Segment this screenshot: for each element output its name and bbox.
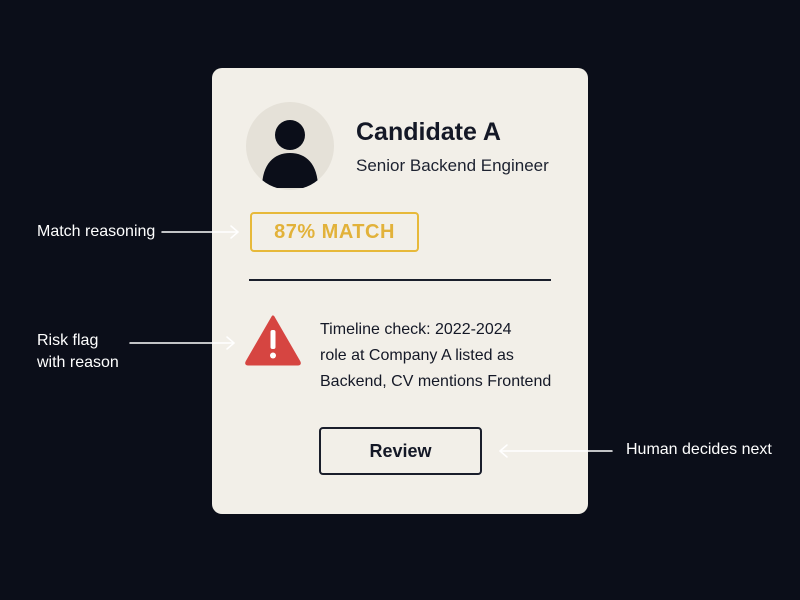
divider bbox=[249, 279, 551, 281]
risk-line: role at Company A listed as bbox=[320, 347, 514, 364]
candidate-name: Candidate A bbox=[356, 118, 501, 146]
match-badge: 87% MATCH bbox=[250, 212, 419, 252]
candidate-role: Senior Backend Engineer bbox=[356, 156, 549, 175]
person-avatar-icon bbox=[246, 102, 334, 190]
annotation-risk-line: Risk flag bbox=[37, 332, 99, 349]
candidate-card: Candidate A Senior Backend Engineer 87% … bbox=[212, 68, 588, 514]
risk-line: Backend, CV mentions Frontend bbox=[320, 373, 552, 390]
risk-flag-text: Timeline check: 2022-2024 role at Compan… bbox=[320, 317, 570, 395]
annotation-match-reasoning: Match reasoning bbox=[37, 223, 156, 240]
annotation-risk-flag: Risk flag with reason bbox=[37, 330, 119, 374]
match-badge-label: 87% MATCH bbox=[274, 220, 395, 243]
risk-line: Timeline check: 2022-2024 bbox=[320, 321, 512, 338]
annotation-risk-line: with reason bbox=[37, 354, 119, 371]
warning-triangle-icon bbox=[244, 314, 302, 366]
review-button[interactable]: Review bbox=[319, 427, 482, 475]
annotation-human-decides: Human decides next bbox=[626, 441, 772, 458]
